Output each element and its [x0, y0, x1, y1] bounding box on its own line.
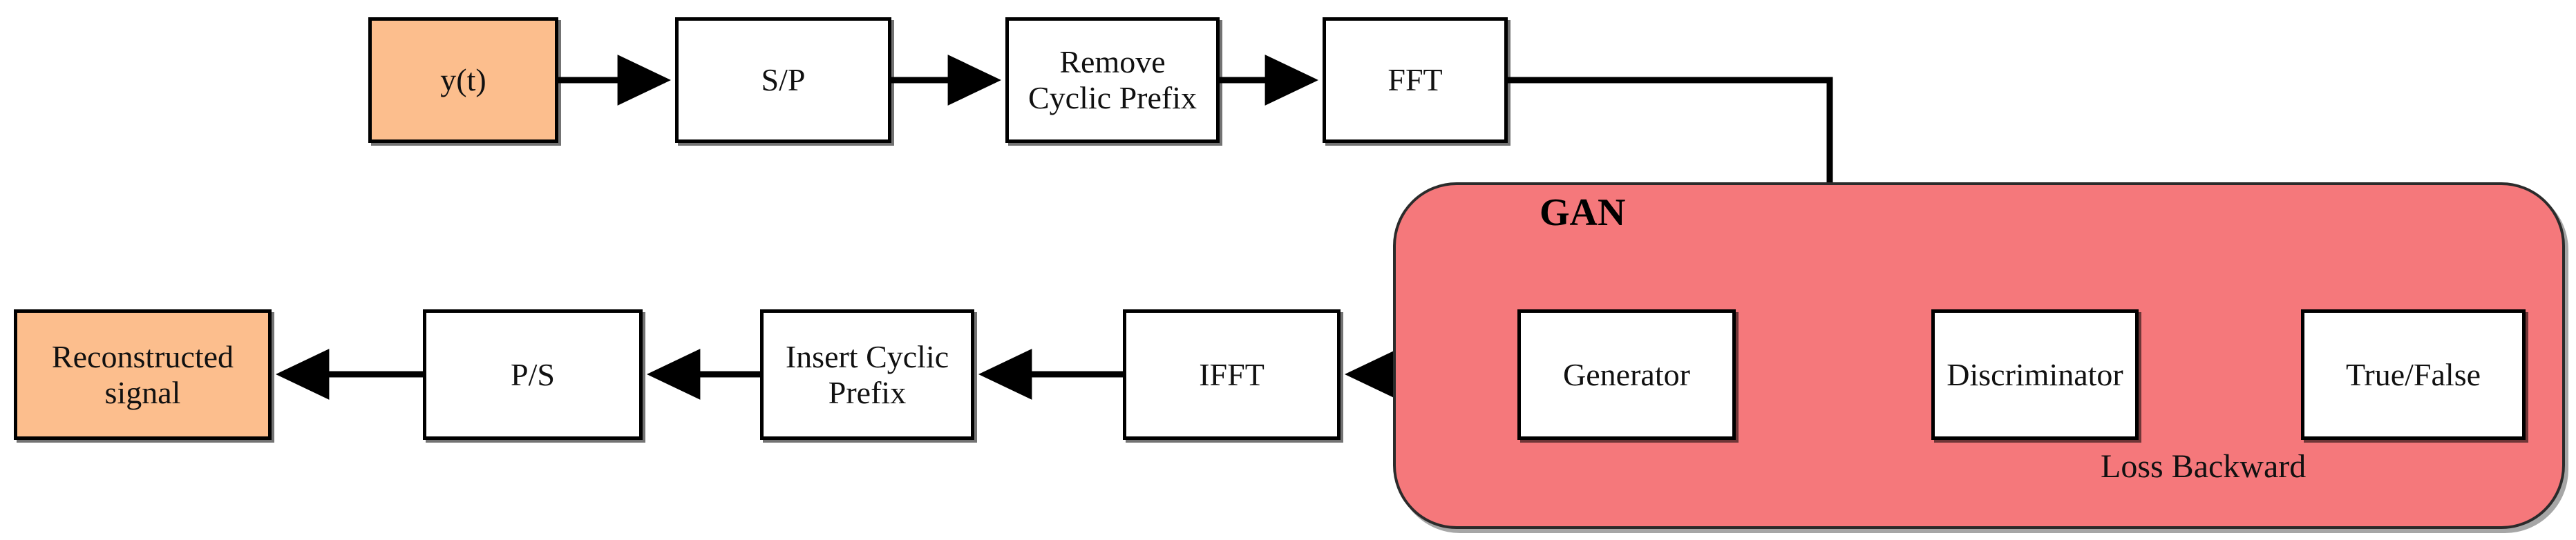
block-discriminator[interactable]: Discriminator — [1931, 309, 2139, 440]
block-true-false[interactable]: True/False — [2301, 309, 2526, 440]
gan-group-label: GAN — [1540, 191, 1626, 234]
loss-backward-label: Loss Backward — [2101, 448, 2307, 485]
block-remove-cyclic-prefix[interactable]: Remove Cyclic Prefix — [1005, 17, 1220, 143]
block-generator[interactable]: Generator — [1517, 309, 1736, 440]
block-yt[interactable]: y(t) — [368, 17, 558, 143]
block-ifft-label: IFFT — [1199, 356, 1265, 392]
block-ps-label: P/S — [511, 356, 555, 392]
block-discriminator-label: Discriminator — [1947, 356, 2123, 392]
block-reconstructed-signal[interactable]: Reconstructed signal — [14, 309, 272, 440]
block-ps[interactable]: P/S — [423, 309, 643, 440]
block-ifft[interactable]: IFFT — [1123, 309, 1341, 440]
block-yt-label: y(t) — [440, 62, 486, 98]
block-fft[interactable]: FFT — [1323, 17, 1508, 143]
block-insert-cyclic-prefix[interactable]: Insert Cyclic Prefix — [760, 309, 974, 440]
block-fft-label: FFT — [1388, 62, 1443, 98]
block-sp[interactable]: S/P — [675, 17, 891, 143]
block-remove-cyclic-prefix-label: Remove Cyclic Prefix — [1028, 44, 1197, 115]
block-true-false-label: True/False — [2345, 356, 2481, 392]
block-generator-label: Generator — [1563, 356, 1690, 392]
block-insert-cyclic-prefix-label: Insert Cyclic Prefix — [785, 338, 949, 410]
block-sp-label: S/P — [761, 62, 806, 98]
block-reconstructed-signal-label: Reconstructed signal — [51, 338, 234, 410]
